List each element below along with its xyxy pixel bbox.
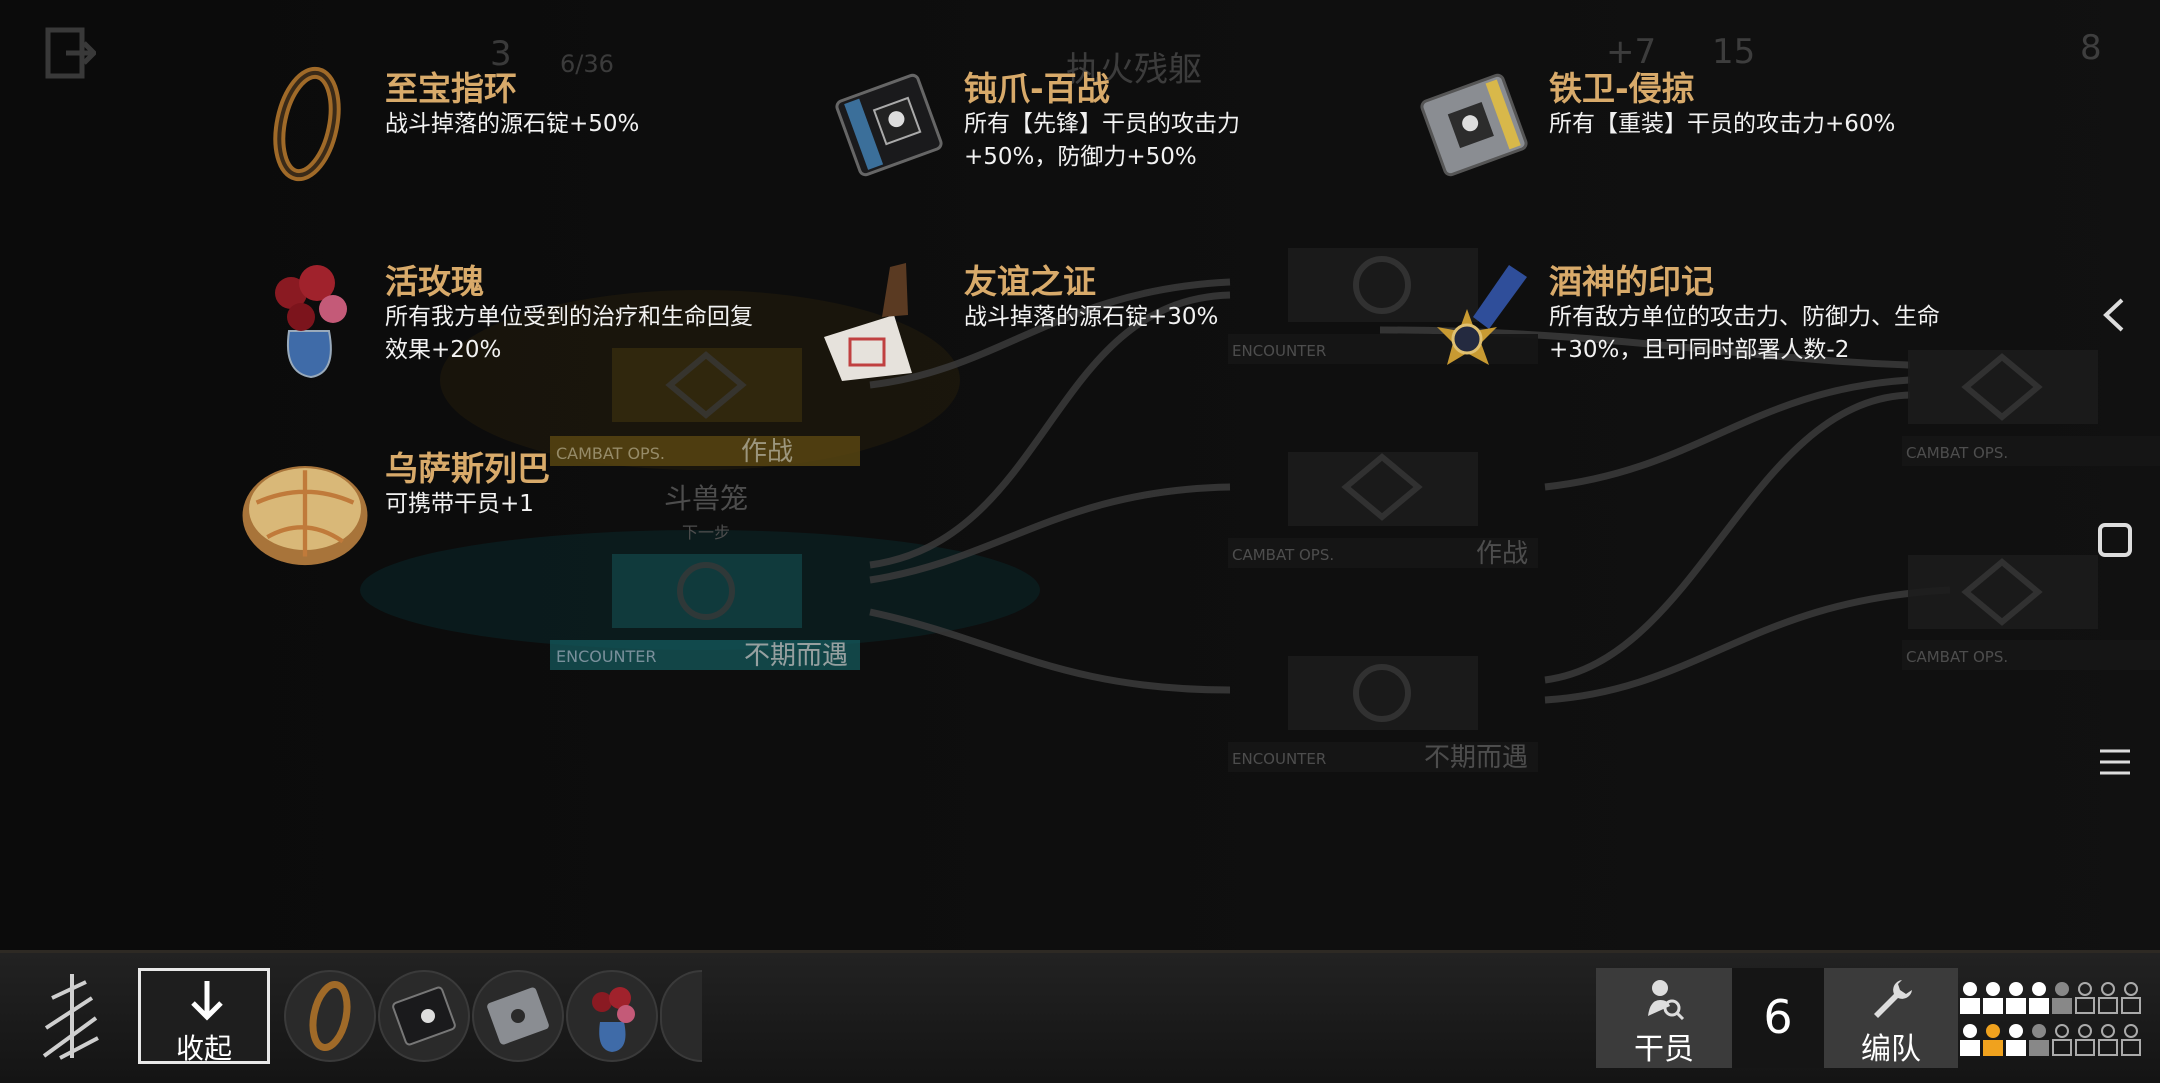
squad-slot-empty: [2121, 982, 2141, 1014]
relic-desc: 战斗掉落的源石锭+50%: [385, 111, 640, 137]
relic-name: 至宝指环: [385, 69, 517, 108]
home-icon[interactable]: [2090, 515, 2140, 565]
defender-manual-icon: [487, 987, 549, 1045]
gold-ring-icon: [273, 66, 341, 182]
next-step-label: 下一步: [682, 523, 730, 542]
route-map: CAMBAT OPS. 作战 斗兽笼 下一步 ENCOUNTER 不期而遇 EN…: [0, 0, 2160, 950]
hud-gold: +7: [1606, 32, 1657, 72]
squad-label: 编队: [1861, 1032, 1921, 1067]
relic-desc: 可携带干员+1: [385, 491, 534, 517]
squad-slot-filled: [1983, 982, 2003, 1014]
squad-slot-filled: [2006, 982, 2026, 1014]
game-logo-icon: [42, 974, 99, 1060]
back-icon[interactable]: [2090, 290, 2140, 340]
squad-slot-gold: [1983, 1024, 2003, 1056]
squad-slot-filled: [2029, 982, 2049, 1014]
squad-slot-empty: [2098, 1024, 2118, 1056]
node-tag: CAMBAT OPS.: [1232, 546, 1334, 564]
hud-stage-title: 执火残躯: [1066, 50, 1202, 90]
menu-icon[interactable]: [2090, 737, 2140, 787]
node-title: 不期而遇: [1424, 743, 1528, 773]
squad-slot-empty: [2052, 1024, 2072, 1056]
arrow-down-icon: [191, 981, 223, 1021]
relic-name: 钝爪-百战: [964, 69, 1110, 108]
relic-name: 活玫瑰: [385, 262, 484, 301]
relic-desc: 所有【先锋】干员的攻击力+50%，防御力+50%: [964, 111, 1240, 170]
vanguard-manual-icon: [392, 986, 456, 1046]
squad-slot-filled: [1960, 1024, 1980, 1056]
top-hud: 3 6/36 执火残躯 +7 15 8: [0, 0, 2160, 110]
wrench-icon: [1874, 980, 1912, 1018]
relic-desc: 所有我方单位受到的治疗和生命回复效果+20%: [385, 304, 753, 363]
node-tag: CAMBAT OPS.: [1906, 648, 2008, 666]
relic-name: 友谊之证: [964, 262, 1096, 301]
squad-slot-empty: [2121, 1024, 2141, 1056]
gold-ring-icon: [309, 981, 351, 1051]
relic-desc: 战斗掉落的源石锭+30%: [964, 304, 1219, 330]
relic-slot[interactable]: [284, 970, 376, 1062]
rose-vase-icon: [275, 265, 347, 379]
node-title: 作战: [1476, 539, 1528, 569]
operators-label: 干员: [1634, 1032, 1694, 1067]
squad-slot-empty: [2075, 982, 2095, 1014]
relic-slot[interactable]: [378, 970, 470, 1062]
relic-desc: 所有敌方单位的攻击力、防御力、生命+30%，且可同时部署人数-2: [1549, 304, 1940, 363]
relic-name: 铁卫-侵掠: [1549, 69, 1695, 108]
current-stage-name: 斗兽笼: [664, 482, 748, 515]
hud-hope: 15: [1712, 32, 1756, 72]
node-title: 作战: [741, 437, 793, 467]
node-tag: ENCOUNTER: [556, 647, 657, 666]
collapse-label: 收起: [175, 1032, 232, 1065]
squad-slot-filled: [2006, 1024, 2026, 1056]
medal-icon: [1437, 265, 1527, 365]
relic-name: 乌萨斯列巴: [385, 449, 550, 488]
vanguard-manual-icon: [835, 73, 943, 177]
node-tag: ENCOUNTER: [1232, 342, 1326, 360]
hud-progress: 6/36: [560, 50, 614, 78]
relic-name: 酒神的印记: [1549, 262, 1714, 301]
relic-desc: 所有【重装】干员的攻击力+60%: [1549, 111, 1896, 137]
squad-slot-filled: [1960, 982, 1980, 1014]
squad-slot-filled: [2029, 1024, 2049, 1056]
exit-icon[interactable]: [44, 26, 96, 82]
defender-manual-icon: [1420, 73, 1528, 177]
friendship-stamp-icon: [824, 263, 912, 381]
operators-count: 6: [1732, 968, 1824, 1068]
collapse-button[interactable]: 收起: [138, 968, 270, 1065]
node-tag: ENCOUNTER: [1232, 750, 1326, 768]
node-title: 不期而遇: [744, 641, 848, 671]
squad-slots: [1960, 982, 2141, 1056]
squad-slot-empty: [2075, 1024, 2095, 1056]
hud-count: 3: [490, 34, 512, 74]
map-node[interactable]: CAMBAT OPS. 作战: [550, 348, 860, 467]
operators-count-value: 6: [1763, 990, 1793, 1044]
rose-vase-icon: [592, 987, 635, 1052]
hud-hp: 8: [2080, 28, 2102, 68]
relic-slot[interactable]: [472, 970, 564, 1062]
bread-icon: [242, 466, 368, 566]
squad-button[interactable]: 编队: [1824, 968, 1958, 1068]
operator-search-icon: [1648, 980, 1685, 1020]
relic-slot[interactable]: [566, 970, 658, 1062]
node-tag: CAMBAT OPS.: [556, 444, 665, 463]
squad-slot-filled: [2052, 982, 2072, 1014]
node-tag: CAMBAT OPS.: [1906, 444, 2008, 462]
squad-slot-empty: [2098, 982, 2118, 1014]
operators-button[interactable]: 干员: [1596, 968, 1732, 1068]
